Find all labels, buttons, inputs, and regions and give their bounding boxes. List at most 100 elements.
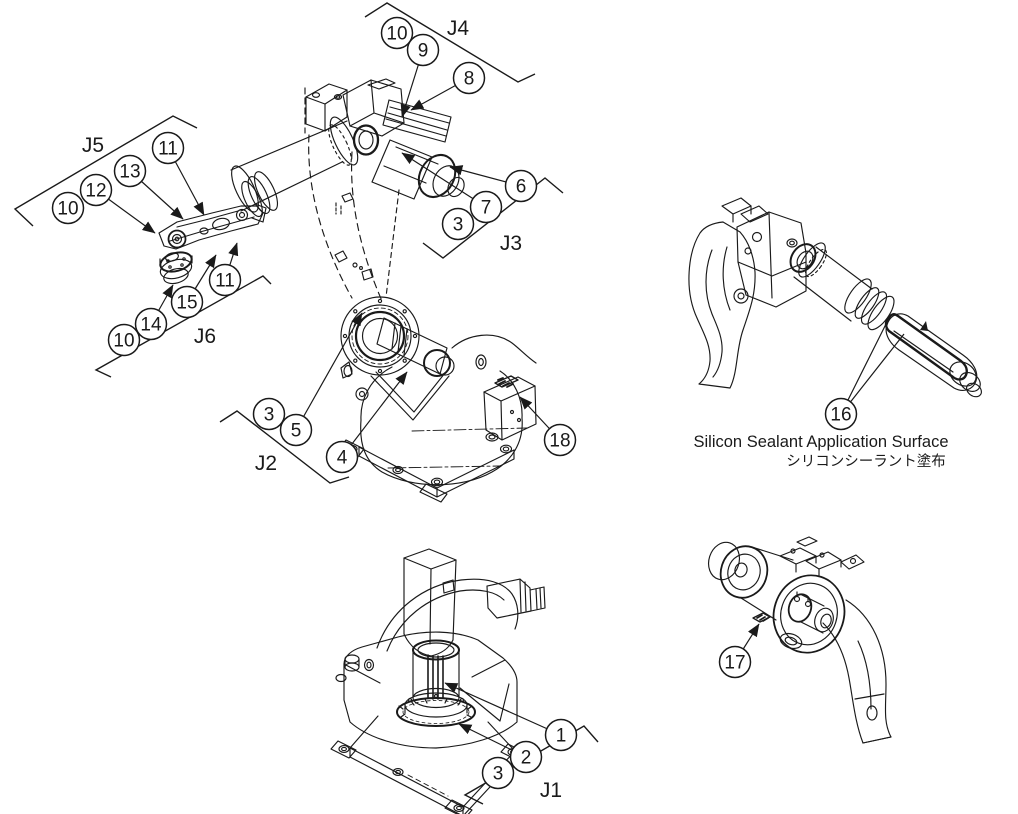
callout-13: 13 — [113, 154, 147, 188]
callout-balloon — [252, 397, 286, 431]
callout-10: 10 — [51, 191, 85, 225]
leader-line-item-1 — [444, 682, 562, 736]
callout-number: 2 — [521, 748, 532, 769]
callout-balloon — [170, 285, 204, 319]
main-robot-view-drawing — [158, 78, 537, 503]
callout-3: 3 — [252, 397, 286, 431]
callout-number: 6 — [516, 177, 527, 198]
joint-bracket-line-J5 — [13, 115, 198, 227]
callout-balloon — [151, 131, 185, 165]
callout-number: 14 — [140, 315, 162, 336]
callout-17: 17 — [718, 645, 752, 679]
joint-bracket-line-J2 — [219, 410, 350, 484]
callout-10: 10 — [107, 323, 141, 357]
callout-number: 1 — [556, 726, 567, 747]
callout-number: 11 — [158, 139, 178, 160]
leader-line-item-7 — [401, 152, 487, 208]
callout-2: 2 — [509, 740, 543, 774]
sealant-band — [884, 313, 968, 381]
callout-14: 14 — [134, 307, 168, 341]
callout-balloon — [279, 413, 313, 447]
callout-number: 10 — [386, 24, 407, 45]
joint-label-J3: J3 — [500, 232, 522, 255]
callout-3: 3 — [481, 756, 515, 790]
callout-12: 12 — [79, 173, 113, 207]
callout-balloon — [325, 440, 359, 474]
callout-15: 15 — [170, 285, 204, 319]
joint-group-J3: J3 673 — [401, 152, 564, 259]
leader-line-item-16 — [840, 333, 905, 415]
leader-line-item-5 — [295, 312, 363, 431]
callout-number: 12 — [85, 181, 106, 202]
arm-joint-detail-view-drawing — [707, 536, 892, 744]
callout-balloon — [544, 718, 578, 752]
callout-balloon — [441, 207, 475, 241]
callout-number: 18 — [549, 431, 570, 452]
callout-3: 3 — [441, 207, 475, 241]
sealant-caption-line-1: Silicon Sealant Application Surface — [694, 433, 949, 451]
sealant-caption-line-2: シリコンシーラント塗布 — [786, 452, 946, 470]
standalone-callouts: 18 16 17 — [519, 317, 905, 679]
callout-7: 7 — [469, 190, 503, 224]
leader-line-item-16 — [840, 317, 890, 415]
callout-balloon — [79, 173, 113, 207]
j4-motor — [382, 99, 452, 143]
callout-balloon — [113, 154, 147, 188]
callout-balloon — [134, 307, 168, 341]
callout-number: 10 — [57, 199, 78, 220]
j6-flange-pulley — [159, 251, 193, 285]
j3-motor — [371, 139, 465, 200]
joint-label-J1: J1 — [540, 779, 562, 802]
joint-label-J4: J4 — [447, 17, 470, 40]
callout-number: 9 — [418, 41, 429, 62]
callout-number: 15 — [176, 293, 197, 314]
j1-motor — [396, 639, 476, 727]
joint-label-J6: J6 — [194, 325, 216, 348]
callout-number: 8 — [464, 69, 475, 90]
callout-balloon — [824, 397, 858, 431]
callout-number: 4 — [337, 448, 348, 469]
callout-number: 11 — [215, 271, 235, 292]
callout-balloon — [208, 263, 242, 297]
joint-label-J2: J2 — [255, 452, 277, 475]
callout-10: 10 — [380, 16, 414, 50]
callout-16: 16 — [824, 397, 858, 431]
callout-balloon — [718, 645, 752, 679]
callout-number: 13 — [119, 162, 140, 183]
joint-group-J4: J4 10 9 8 — [364, 2, 536, 118]
j2-connector-box — [483, 375, 537, 442]
callout-balloon — [504, 169, 538, 203]
callout-number: 3 — [453, 215, 464, 236]
callout-18: 18 — [543, 423, 577, 457]
j2-motor — [376, 317, 455, 377]
callout-balloon — [406, 33, 440, 67]
callout-4: 4 — [325, 440, 359, 474]
callout-number: 3 — [264, 405, 275, 426]
callout-balloon — [452, 61, 486, 95]
callout-number: 16 — [830, 405, 851, 426]
joint-bracket-line-J4 — [364, 2, 536, 83]
wrist-link — [158, 203, 267, 250]
callout-balloon — [481, 756, 515, 790]
callout-balloon — [543, 423, 577, 457]
joint-bracket-line-J6 — [94, 275, 272, 378]
callout-balloon — [380, 16, 414, 50]
callout-9: 9 — [406, 33, 440, 67]
sealant-surface-view-drawing — [688, 197, 982, 398]
callout-1: 1 — [544, 718, 578, 752]
callout-number: 3 — [493, 764, 504, 785]
callout-balloon — [51, 191, 85, 225]
callout-balloon — [469, 190, 503, 224]
callout-balloon — [107, 323, 141, 357]
j2-joint-hub — [340, 296, 420, 376]
callout-balloon — [509, 740, 543, 774]
joint-group-J1: J1 1 23 — [444, 682, 599, 805]
callout-11: 11 — [151, 131, 185, 165]
callout-number: 5 — [291, 421, 302, 442]
callout-5: 5 — [279, 413, 313, 447]
